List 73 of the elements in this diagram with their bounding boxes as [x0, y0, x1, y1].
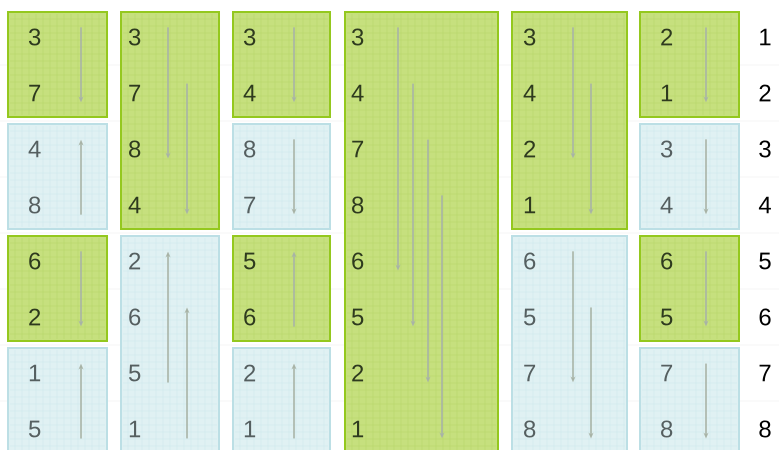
number: 2	[352, 364, 364, 382]
number: 2	[244, 364, 256, 382]
sorting-box	[120, 11, 220, 230]
number: 5	[660, 308, 672, 326]
number: 5	[28, 420, 40, 438]
number: 4	[660, 196, 673, 214]
sorting-box	[7, 347, 108, 450]
sorting-box	[232, 123, 331, 230]
sorting-box	[639, 11, 740, 118]
number: 7	[352, 140, 364, 158]
number: 3	[524, 28, 536, 46]
number: 7	[29, 84, 40, 102]
number: 8	[524, 420, 536, 438]
number: 1	[244, 420, 256, 438]
number: 6	[129, 308, 140, 326]
number: 5	[524, 308, 536, 326]
number: 4	[128, 196, 141, 214]
number: 3	[244, 28, 256, 46]
number: 6	[244, 308, 256, 326]
number: 1	[30, 364, 40, 382]
number: 7	[524, 364, 536, 382]
number: 6	[524, 252, 536, 270]
number: 8	[29, 196, 40, 214]
number: 3	[660, 140, 672, 158]
number: 6	[352, 252, 364, 270]
number: 8	[129, 140, 140, 158]
sorting-box	[7, 123, 108, 230]
sorting-box	[344, 11, 499, 450]
number: 1	[662, 84, 672, 102]
number: 8	[661, 420, 672, 438]
row-number: 6	[760, 308, 771, 326]
sorting-box	[639, 235, 740, 342]
number: 4	[352, 84, 364, 102]
number: 3	[28, 28, 40, 46]
sorting-box	[232, 235, 331, 342]
number: 5	[244, 252, 256, 270]
row-number: 2	[760, 84, 770, 102]
number: 8	[244, 140, 256, 158]
sorting-box	[639, 347, 740, 450]
number: 7	[661, 364, 672, 382]
number: 7	[129, 84, 140, 102]
number: 5	[128, 364, 140, 382]
number: 3	[352, 28, 364, 46]
number: 1	[130, 420, 140, 438]
sorting-box	[232, 11, 331, 118]
row-number: 7	[760, 364, 770, 382]
sorting-box	[639, 123, 740, 230]
number: 5	[352, 308, 364, 326]
number: 6	[661, 252, 672, 270]
row-number: 5	[759, 252, 771, 270]
sorting-box	[511, 235, 628, 450]
number: 6	[29, 252, 40, 270]
number: 4	[244, 84, 256, 102]
row-number: 1	[760, 28, 770, 46]
sorting-box	[7, 11, 108, 118]
number: 2	[524, 140, 536, 158]
sorting-box	[120, 235, 220, 450]
number: 2	[661, 28, 672, 46]
number: 1	[352, 420, 364, 438]
number: 2	[29, 308, 40, 326]
number: 4	[524, 84, 536, 102]
sorting-box	[7, 235, 108, 342]
row-number: 3	[759, 140, 771, 158]
number: 7	[244, 196, 256, 214]
number: 8	[352, 196, 364, 214]
number: 1	[524, 196, 536, 214]
number: 2	[129, 252, 140, 270]
number: 4	[28, 140, 41, 158]
row-number: 8	[759, 420, 771, 438]
row-number: 4	[758, 196, 771, 214]
sorting-box	[232, 347, 331, 450]
number: 3	[128, 28, 140, 46]
sorting-box	[511, 11, 628, 230]
